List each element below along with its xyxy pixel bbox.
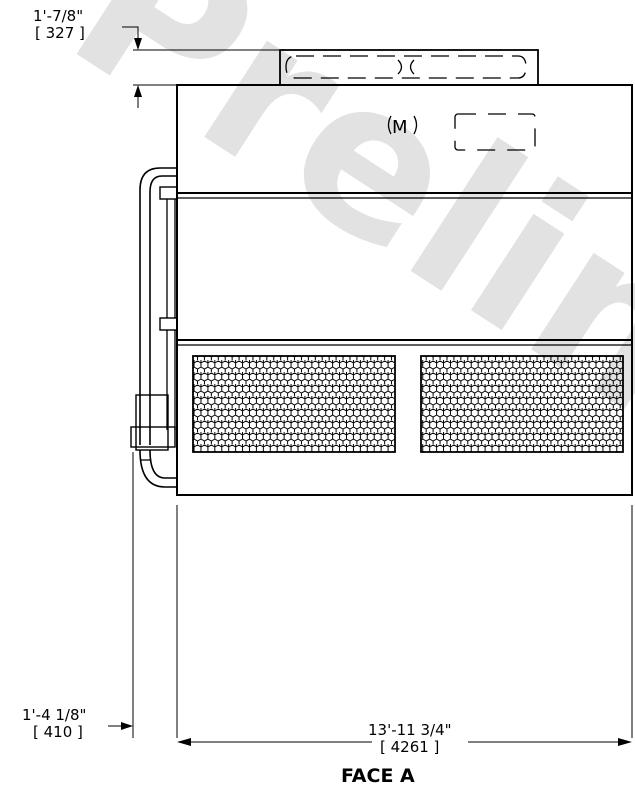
dimension-top-offset: 1'-7/8" [ 327 ] bbox=[33, 7, 280, 108]
nameplate bbox=[454, 113, 536, 151]
side-piping bbox=[130, 167, 178, 488]
side-offset-imperial: 1'-4 1/8" bbox=[22, 706, 86, 724]
air-inlet-louver-left bbox=[192, 355, 396, 453]
casing bbox=[176, 84, 633, 496]
view-title: FACE A bbox=[341, 765, 415, 787]
dimension-side-offset: 1'-4 1/8" [ 410 ] bbox=[22, 452, 178, 741]
logo-icon: M bbox=[387, 115, 418, 138]
top-offset-metric: [ 327 ] bbox=[35, 24, 85, 42]
svg-text:M: M bbox=[392, 117, 408, 138]
top-offset-imperial: 1'-7/8" bbox=[33, 7, 83, 25]
overall-width-imperial: 13'-11 3/4" bbox=[368, 721, 452, 739]
dimension-overall-width: 13'-11 3/4" [ 4261 ] bbox=[177, 505, 633, 756]
air-inlet-louver-right bbox=[420, 355, 624, 453]
side-offset-metric: [ 410 ] bbox=[33, 723, 83, 741]
overall-width-metric: [ 4261 ] bbox=[380, 738, 439, 756]
